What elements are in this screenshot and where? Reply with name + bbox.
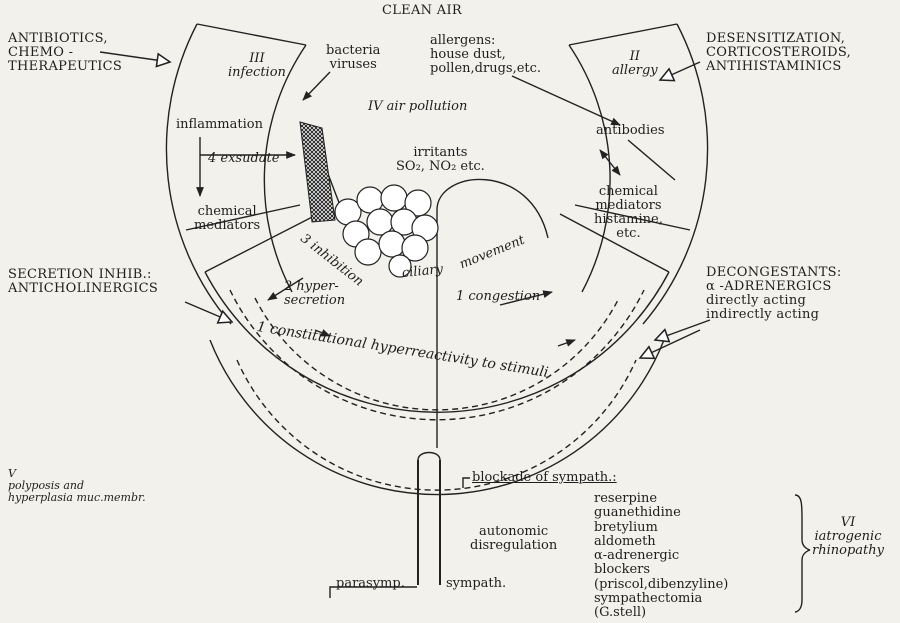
exsudate-hatch (300, 122, 335, 222)
congestion-label: 1 congestion (456, 290, 540, 304)
autonomic-label: autonomic disregulation (470, 525, 557, 553)
clean-air-label: CLEAN AIR (382, 4, 462, 18)
inner-arc-right (569, 45, 610, 292)
exsudate-label: 4 exsudate (208, 152, 279, 166)
decongestants-label: DECONGESTANTS: α -ADRENERGICS directly a… (706, 266, 842, 322)
iatrogenic-sector-label: VI iatrogenic rhinopathy (812, 516, 884, 558)
sympath-label: sympath. (446, 577, 506, 591)
polyposis-sector-label: V polyposis and hyperplasia muc.membr. (8, 468, 146, 504)
inflammation-label: inflammation (176, 118, 263, 132)
air-pollution-label: IV air pollution (368, 100, 467, 114)
drugs-list: reserpine guanethidine bretylium aldomet… (594, 492, 728, 621)
parasymp-label: parasymp. (336, 577, 405, 591)
bacteria-label: bacteria viruses (326, 44, 380, 72)
desensitization-label: DESENSITIZATION, CORTICOSTEROIDS, ANTIHI… (706, 32, 851, 74)
chemical-mediators-left: chemical mediators (194, 205, 260, 233)
antibiotics-label: ANTIBIOTICS, CHEMO - THERAPEUTICS (8, 32, 122, 74)
chemical-mediators-right: chemical mediators histamine, etc. (594, 185, 663, 241)
antibodies-label: antibodies (596, 124, 665, 138)
irritants-label: irritants SO₂, NO₂ etc. (396, 146, 485, 174)
secretion-inhib-label: SECRETION INHIB.: ANTICHOLINERGICS (8, 268, 158, 296)
infection-sector-label: III infection (228, 52, 286, 80)
inner-arc-left (264, 45, 306, 292)
blockade-label: blockade of sympath.: (472, 471, 617, 485)
allergens-label: allergens: house dust, pollen,drugs,etc. (430, 34, 541, 76)
hypersecretion-label: 2 hyper- secretion (284, 280, 345, 308)
outer-arc (166, 24, 231, 324)
allergy-sector-label: II allergy (612, 50, 658, 78)
